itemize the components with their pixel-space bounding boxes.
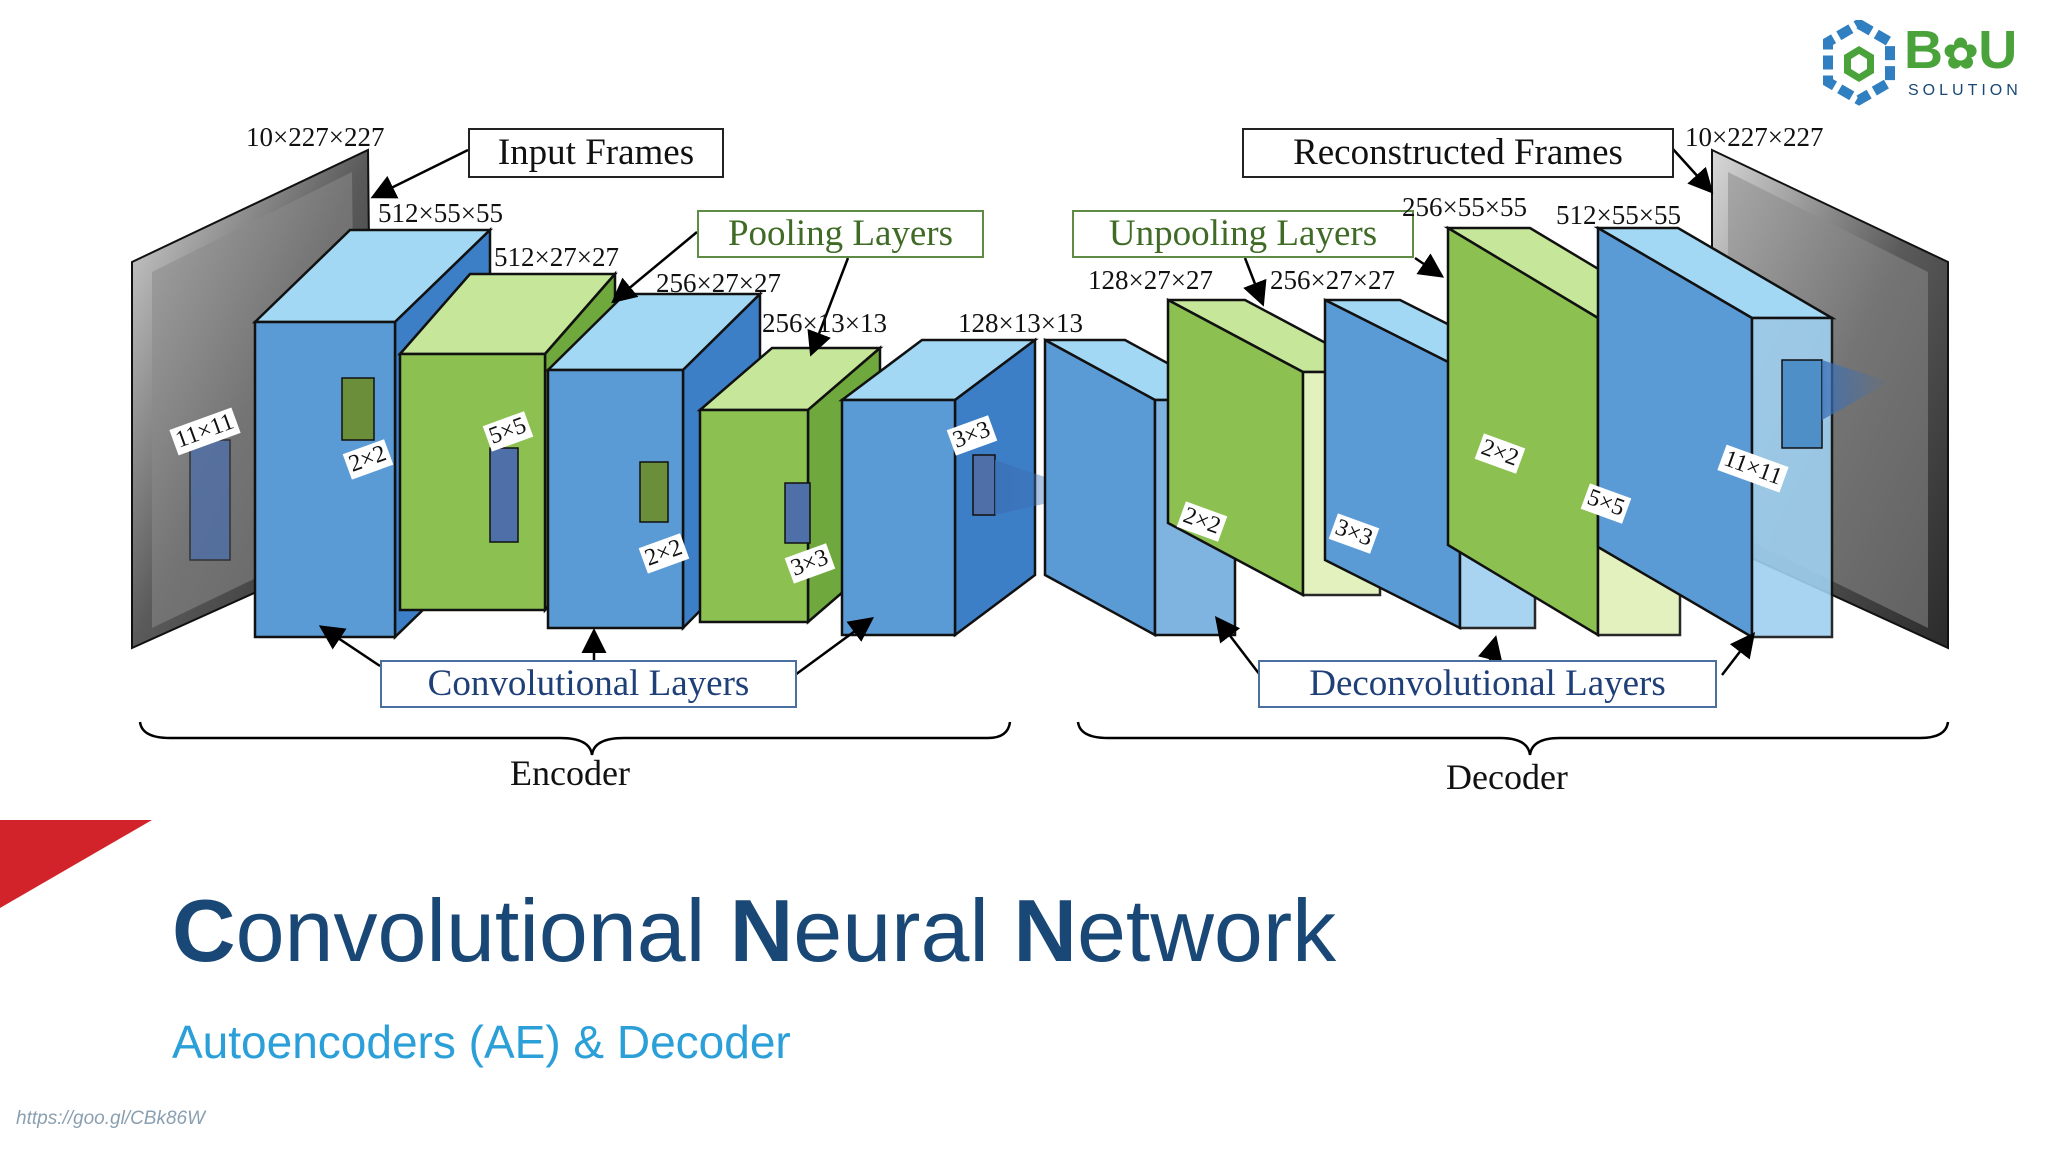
- decoder-label: Decoder: [1446, 757, 1568, 797]
- encoder-conv-layer-3: [838, 337, 1092, 638]
- convolutional-layers-box: Convolutional Layers: [380, 660, 797, 708]
- dim-conv3: 128×13×13: [958, 308, 1083, 338]
- decoder-brace: [1076, 721, 1950, 756]
- logo-brand-left: B: [1904, 20, 1943, 80]
- dim-pool2: 256×13×13: [762, 308, 887, 338]
- dim-deconv3: 512×55×55: [1556, 200, 1681, 230]
- dim-unpool2: 256×55×55: [1402, 192, 1527, 222]
- brand-logo: B✿U SOLUTION: [1818, 20, 2038, 110]
- page-subtitle: Autoencoders (AE) & Decoder: [172, 1016, 791, 1068]
- dim-deconv2: 256×27×27: [1270, 265, 1395, 295]
- logo-tagline: SOLUTION: [1908, 82, 2022, 99]
- title-initial-c: C: [172, 881, 236, 980]
- deconvolutional-layers-label: Deconvolutional Layers: [1309, 663, 1666, 704]
- title-part-1: onvolutional: [235, 881, 730, 980]
- dim-conv2: 256×27×27: [656, 268, 781, 298]
- unpooling-layers-box: Unpooling Layers: [1072, 210, 1414, 258]
- page-title: Convolutional Neural Network: [172, 880, 1336, 982]
- hexagon-logo-icon: [1823, 20, 1895, 106]
- pooling-layers-box: Pooling Layers: [697, 210, 984, 258]
- dim-conv1: 512×55×55: [378, 198, 503, 228]
- title-initial-n2: N: [1013, 881, 1077, 980]
- encoder-brace: [138, 721, 1012, 756]
- source-link[interactable]: https://goo.gl/CBk86W: [16, 1108, 206, 1129]
- title-initial-n1: N: [729, 881, 794, 980]
- dim-deconv1: 128×27×27: [1088, 265, 1213, 295]
- logo-brand-right: U: [1978, 20, 2018, 80]
- dim-input: 10×227×227: [246, 122, 385, 152]
- input-frames-label: Input Frames: [497, 132, 695, 173]
- dim-pool1: 512×27×27: [494, 242, 619, 272]
- reconstructed-frames-label: Reconstructed Frames: [1293, 132, 1623, 173]
- input-frames-box: Input Frames: [468, 128, 724, 178]
- annotation-arrows: [318, 147, 1756, 677]
- unpooling-layers-label: Unpooling Layers: [1108, 213, 1378, 254]
- pooling-layers-label: Pooling Layers: [727, 213, 954, 254]
- reconstructed-frames-box: Reconstructed Frames: [1242, 128, 1674, 178]
- title-part-2: eural: [793, 881, 1014, 980]
- cnn-autoencoder-diagram: [131, 147, 1950, 756]
- dim-output: 10×227×227: [1685, 122, 1824, 152]
- title-part-3: etwork: [1076, 881, 1337, 980]
- deconvolutional-layers-box: Deconvolutional Layers: [1258, 660, 1717, 708]
- clover-icon: ✿: [1943, 30, 1979, 77]
- red-corner-accent: [0, 820, 152, 908]
- encoder-label: Encoder: [510, 753, 630, 793]
- convolutional-layers-label: Convolutional Layers: [427, 663, 750, 704]
